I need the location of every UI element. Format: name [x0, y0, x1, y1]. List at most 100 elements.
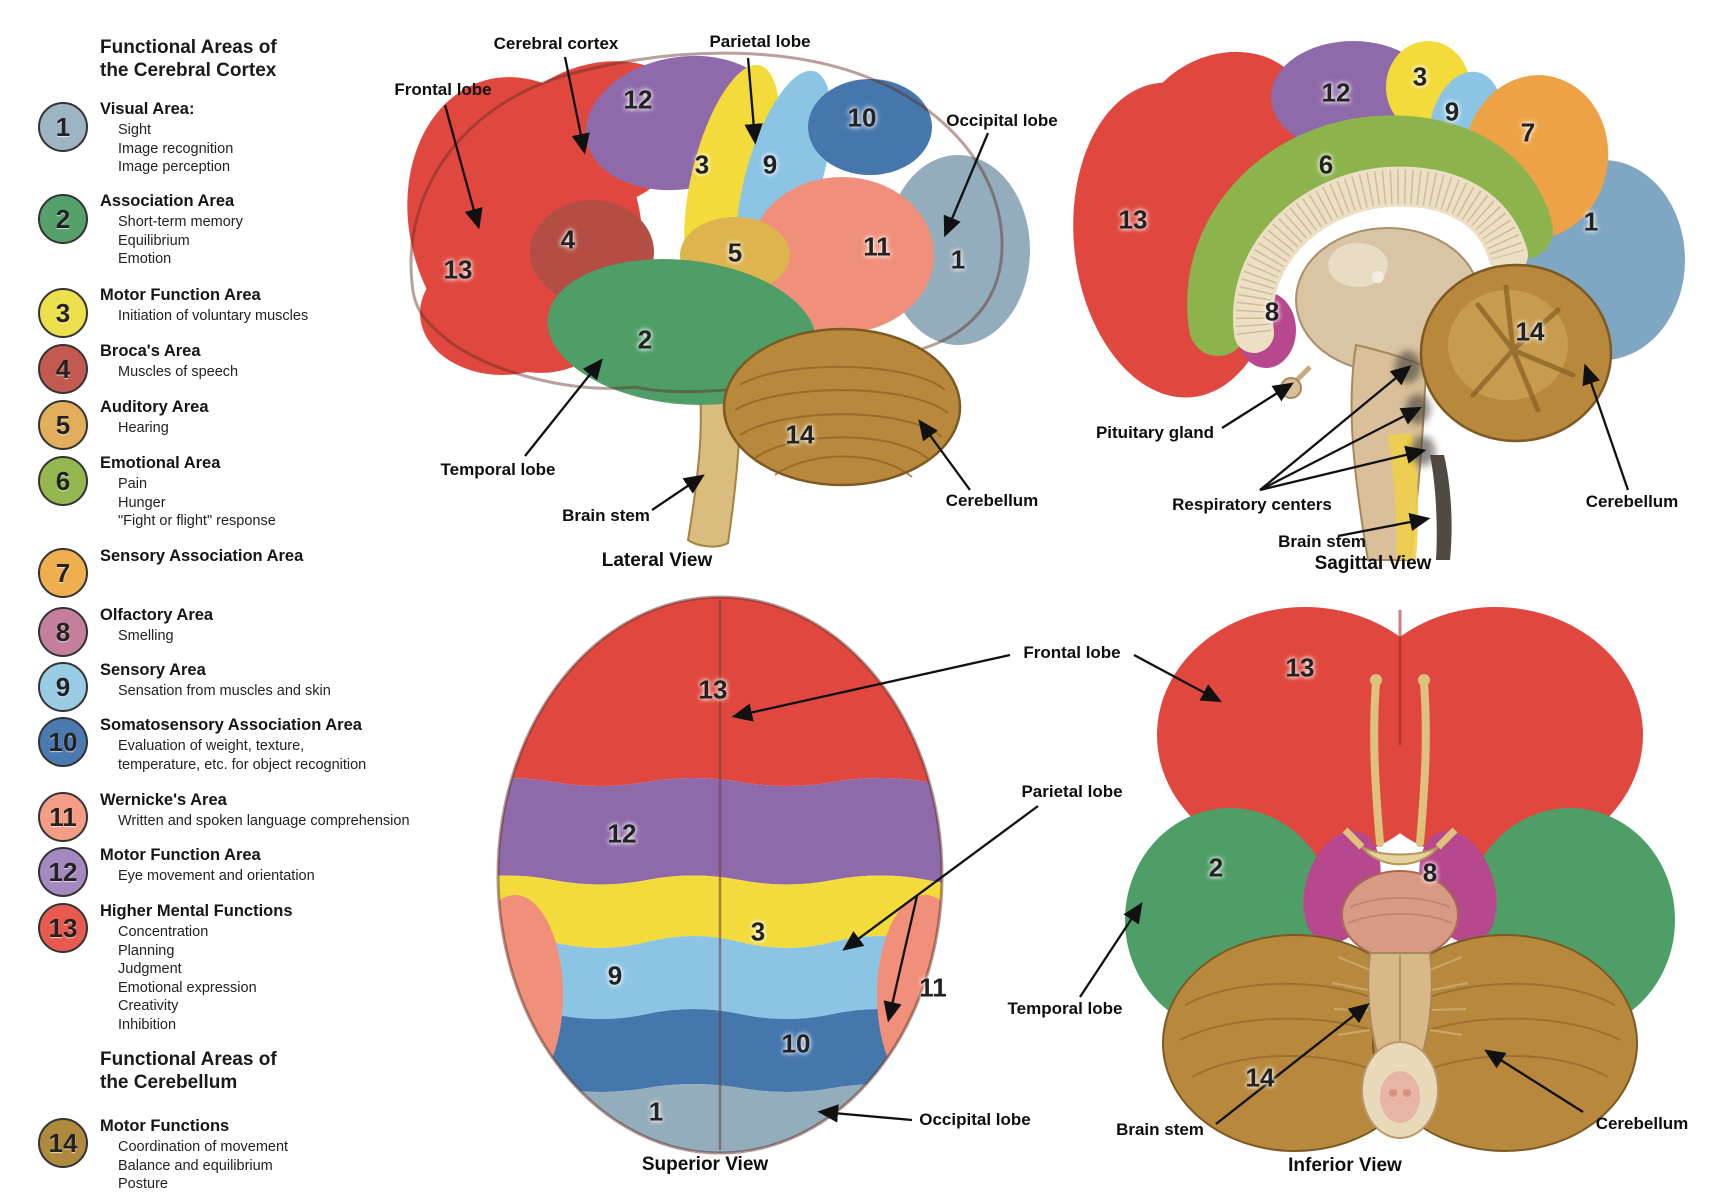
marker-10: 10: [847, 102, 877, 133]
legend-sub-line: Balance and equilibrium: [118, 1157, 273, 1174]
legend-sub-line: Initiation of voluntary muscles: [118, 308, 309, 324]
legend-number-badge: 12: [38, 847, 88, 897]
legend-number: 6: [55, 465, 71, 496]
legend-number: 4: [55, 353, 71, 384]
marker-8: 8: [1422, 857, 1438, 888]
legend-title: Emotional Area: [100, 454, 221, 472]
legend-number: 8: [55, 616, 71, 647]
legend-title: Higher Mental Functions: [100, 902, 293, 920]
legend-sub-line: Planning: [118, 942, 175, 959]
legend-sub-line: Coordination of movement: [118, 1139, 289, 1155]
label-brain-stem-sagittal: Brain stem: [1278, 532, 1366, 551]
area-1-occipital: [886, 155, 1030, 345]
legend: Functional Areas of the Cerebral Cortex …: [0, 0, 470, 1200]
caption-inferior-view: Inferior View: [1288, 1155, 1402, 1176]
legend-sub-line: Evaluation of weight, texture,: [118, 738, 305, 754]
marker-8: 8: [1264, 296, 1280, 327]
label-brain-stem-inferior: Brain stem: [1116, 1120, 1204, 1139]
marker-4: 4: [560, 224, 576, 255]
marker-5: 5: [727, 237, 743, 268]
legend-sub-line: temperature, etc. for object recognition: [118, 756, 367, 773]
legend-number-badge: 3: [38, 288, 88, 338]
olfactory-bulb-right: [1418, 674, 1430, 686]
cerebellum-shape: [722, 327, 962, 487]
legend-lines: Muscles of speech: [118, 363, 468, 382]
marker-11: 11: [863, 231, 891, 262]
legend-number-badge: 14: [38, 1118, 88, 1168]
legend-sub-line: Muscles of speech: [118, 364, 239, 380]
label-cerebellum-sagittal: Cerebellum: [1585, 492, 1679, 511]
marker-9: 9: [762, 149, 778, 180]
area-6-emotional: [1187, 115, 1553, 356]
marker-13: 13: [698, 674, 728, 705]
legend-number-badge: 9: [38, 662, 88, 712]
legend-sub-line: Judgment: [118, 961, 182, 977]
olfactory-bulb-left: [1370, 674, 1382, 686]
legend-sub-line: Short-term memory: [118, 214, 243, 230]
legend-lines: Eye movement and orientation: [118, 867, 468, 886]
legend-sub-line: Hearing: [118, 420, 169, 436]
label-cerebellum-inferior: Cerebellum: [1595, 1114, 1689, 1133]
legend-number: 13: [48, 912, 78, 943]
olfactory-tracts: [1370, 679, 1430, 847]
legend-sub-line: Eye movement and orientation: [118, 868, 315, 884]
legend-sub-line: Image recognition: [118, 140, 234, 157]
caption-lateral-view: Lateral View: [601, 550, 713, 571]
marker-14: 14: [1245, 1062, 1275, 1093]
legend-sub-line: Hunger: [118, 494, 166, 511]
marker-14: 14: [1515, 316, 1545, 347]
legend-sub-line: Pain: [118, 476, 148, 492]
pituitary-gland-shape: [1280, 377, 1302, 399]
area-11-wernicke: [750, 177, 934, 333]
label-parietal-lobe-lateral: Parietal lobe: [709, 32, 811, 51]
legend-sub-line: Posture: [118, 1176, 168, 1192]
label-pituitary-gland: Pituitary gland: [1095, 423, 1215, 442]
legend-sub-line: Creativity: [118, 998, 179, 1014]
legend-number-badge: 11: [38, 792, 88, 842]
legend-number: 14: [48, 1127, 78, 1158]
corpus-callosum: [1233, 166, 1528, 353]
legend-number-badge: 1: [38, 102, 88, 152]
legend-title: Olfactory Area: [100, 606, 214, 624]
inner-structure-dot: [1372, 271, 1384, 283]
superior-view-illustration: [496, 595, 944, 1155]
marker-13: 13: [1285, 652, 1315, 683]
legend-number-badge: 10: [38, 717, 88, 767]
marker-10: 10: [781, 1028, 811, 1059]
marker-2: 2: [637, 324, 653, 355]
legend-number: 10: [48, 726, 78, 757]
label-occipital-lobe-lateral: Occipital lobe: [946, 111, 1058, 130]
caption-superior-view: Superior View: [641, 1154, 769, 1175]
legend-number-badge: 13: [38, 903, 88, 953]
legend-sub-line: Concentration: [118, 924, 209, 940]
legend-title: Motor Function Area: [100, 286, 261, 304]
marker-12: 12: [607, 818, 637, 849]
legend-title: Motor Function Area: [100, 846, 261, 864]
legend-number: 1: [55, 111, 71, 142]
marker-1: 1: [1583, 206, 1599, 237]
label-cerebral-cortex: Cerebral cortex: [493, 34, 619, 53]
sagittal-view-illustration: [1073, 41, 1685, 561]
label-frontal-lobe-shared: Frontal lobe: [1023, 643, 1121, 662]
optic-chiasm: [1342, 827, 1458, 866]
inferior-view-illustration: [1125, 607, 1675, 1152]
legend-lines: Written and spoken language comprehensio…: [118, 812, 468, 831]
marker-1: 1: [950, 244, 966, 275]
label-occipital-lobe-superior: Occipital lobe: [919, 1110, 1031, 1129]
legend-title: Somatosensory Association Area: [100, 716, 362, 734]
marker-14: 14: [785, 419, 815, 450]
legend-title: Association Area: [100, 192, 235, 210]
legend-title: Sensory Area: [100, 661, 206, 679]
legend-sub-line: "Fight or flight" response: [118, 513, 276, 529]
legend-number: 7: [55, 557, 71, 588]
pituitary-stalk: [1294, 365, 1312, 383]
legend-title: Motor Functions: [100, 1117, 230, 1135]
marker-9: 9: [607, 960, 623, 991]
marker-12: 12: [623, 84, 653, 115]
legend-title: Sensory Association Area: [100, 547, 304, 565]
legend-title: Wernicke's Area: [100, 791, 227, 809]
